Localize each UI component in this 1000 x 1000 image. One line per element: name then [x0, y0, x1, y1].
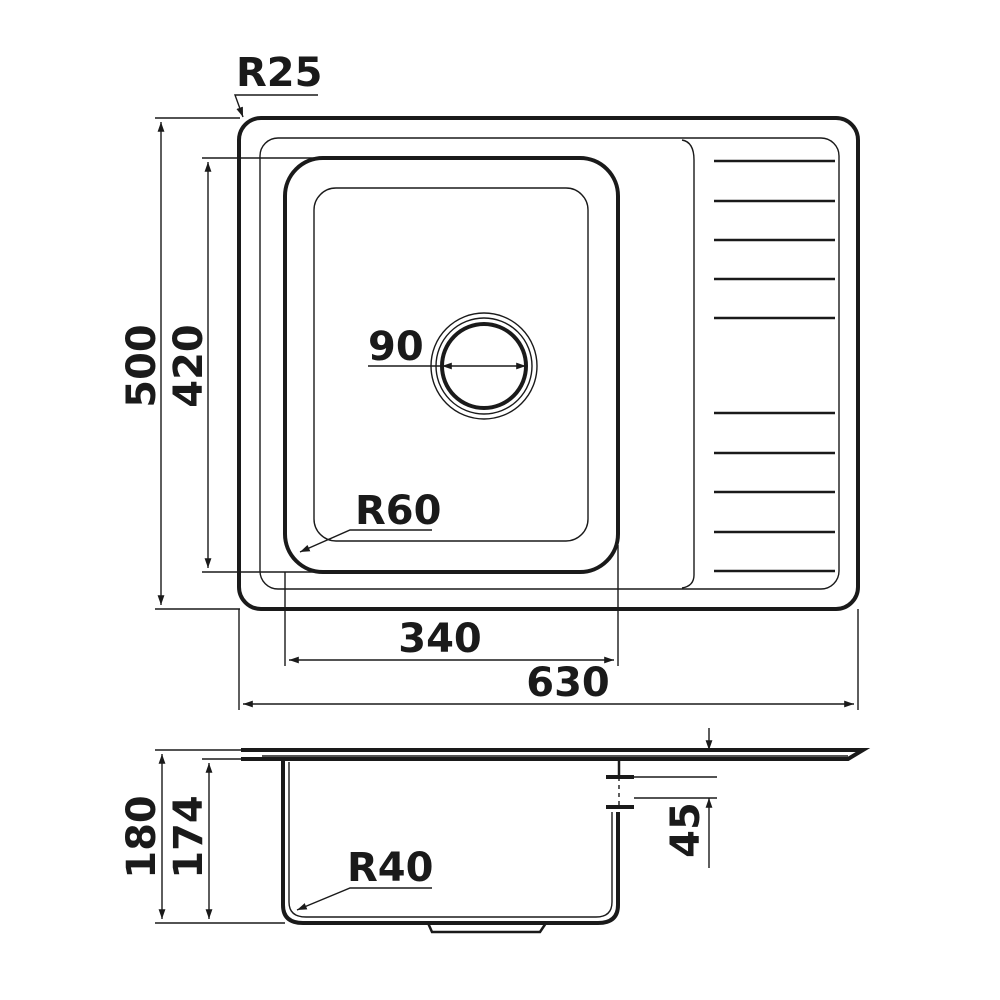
- bowl-inner-outline: [313, 187, 589, 542]
- dim-overall-depth: 500: [119, 117, 240, 610]
- sink-inner-rim: [259, 137, 840, 590]
- dim-bowl-height-label: 174: [166, 795, 212, 879]
- dim-bowl-radius-label: R60: [355, 488, 441, 534]
- overflow-marker: [606, 759, 634, 809]
- top-view: R25 500 420 90 R60: [119, 50, 860, 710]
- side-view: 180 174 R40 45: [119, 728, 871, 934]
- bowl-profile: [281, 759, 620, 925]
- side-rim: [241, 748, 871, 761]
- dim-corner-radius: R25: [234, 50, 322, 118]
- dim-drain-diameter-label: 90: [368, 324, 424, 370]
- dim-overall-height-label: 180: [119, 795, 165, 879]
- drainboard-edge: [681, 139, 695, 589]
- bowl-profile-inner: [288, 762, 613, 918]
- dim-overall-depth-label: 500: [119, 324, 165, 408]
- dim-faucet-offset-label: 45: [663, 802, 709, 858]
- sink-outer-rim: [237, 116, 860, 611]
- dim-bowl-height: 174: [166, 758, 262, 919]
- dim-drain-diameter: 90: [368, 324, 526, 370]
- dim-overall-width-label: 630: [526, 660, 610, 706]
- dim-bottom-radius-label: R40: [347, 845, 433, 891]
- dim-bowl-depth-label: 420: [166, 324, 212, 408]
- drain-outlet: [426, 922, 548, 934]
- dim-bowl-width-label: 340: [398, 616, 482, 662]
- drainboard-grooves: [714, 159, 835, 573]
- dim-bowl-radius: R60: [299, 488, 441, 553]
- dim-corner-radius-label: R25: [236, 50, 322, 96]
- dim-overall-height: 180: [119, 749, 285, 924]
- dim-faucet-offset: 45: [612, 728, 717, 868]
- dim-bowl-width: 340: [284, 545, 619, 666]
- bowl-outline: [283, 156, 620, 574]
- dim-bowl-depth: 420: [166, 157, 318, 573]
- dim-bottom-radius: R40: [296, 845, 433, 911]
- dim-overall-width: 630: [238, 609, 859, 710]
